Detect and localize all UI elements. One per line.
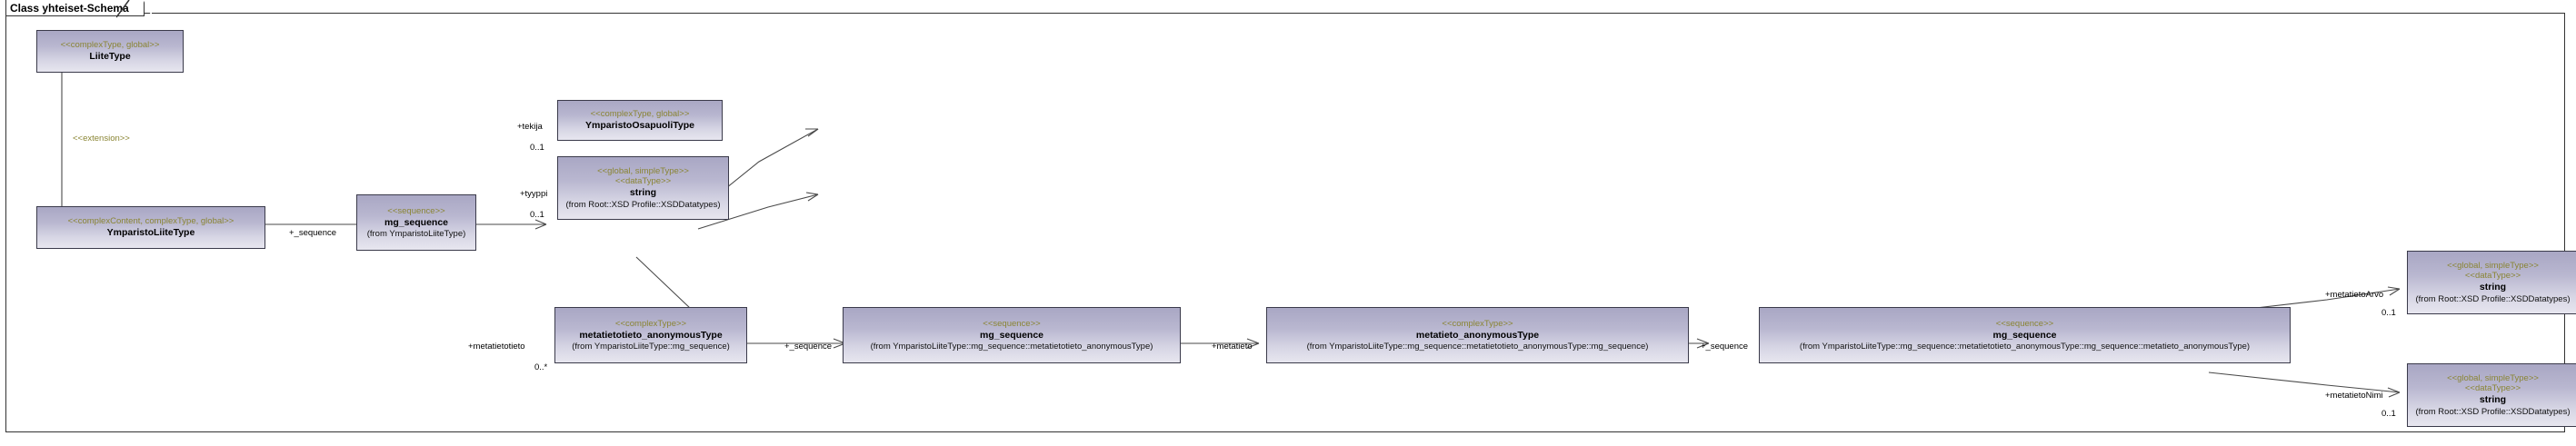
edge-label-metatieto: +metatieto <box>1212 342 1253 352</box>
edge-label-sequence-2: +_sequence <box>784 342 833 352</box>
class-name-label: mg_sequence <box>384 216 449 228</box>
stereotype-label-secondary: <<dataType>> <box>614 176 672 187</box>
edge-multiplicity-metatietoarvo: 0..1 <box>2381 308 2396 318</box>
edge-label-metatietonimi: +metatietoNimi <box>2325 391 2383 401</box>
class-name-label: string <box>2479 394 2507 406</box>
edge-label-extension: <<extension>> <box>73 134 130 144</box>
edge-label-sequence-3: +_sequence <box>1701 342 1749 352</box>
class-namespace-label: (from YmparistoLiiteType::mg_sequence) <box>572 342 730 352</box>
stereotype-label: <<complexType>> <box>1442 318 1513 329</box>
edge-multiplicity-metatietonimi: 0..1 <box>2381 409 2396 419</box>
class-node-liitetype[interactable]: <<complexType, global>> LiiteType <box>36 30 184 73</box>
stereotype-label: <<sequence>> <box>387 205 445 216</box>
class-name-label: YmparistoLiiteType <box>106 227 195 239</box>
class-name-label: metatietotieto_anonymousType <box>579 329 723 341</box>
stereotype-label-secondary: <<dataType>> <box>2464 383 2521 394</box>
stereotype-label: <<complexContent, complexType, global>> <box>67 216 235 227</box>
class-node-string-metatietonimi[interactable]: <<global, simpleType>> <<dataType>> stri… <box>2407 363 2576 427</box>
class-name-label: mg_sequence <box>1992 329 2057 341</box>
edge-label-metatietotieto: +metatietotieto <box>468 342 525 352</box>
class-name-label: mg_sequence <box>979 329 1044 341</box>
stereotype-label: <<sequence>> <box>1995 318 2054 329</box>
edge-multiplicity-tekija: 0..1 <box>530 143 544 153</box>
stereotype-label: <<global, simpleType>> <box>2447 373 2539 383</box>
edge-label-sequence-root: +_sequence <box>289 228 337 238</box>
stereotype-label: <<complexType, global>> <box>60 40 160 51</box>
class-namespace-label: (from Root::XSD Profile::XSDDatatypes) <box>565 199 721 210</box>
edge-label-tekija: +tekija <box>517 122 543 132</box>
class-name-label: LiiteType <box>89 51 131 63</box>
class-node-string-tyyppi[interactable]: <<global, simpleType>> <<dataType>> stri… <box>557 156 729 220</box>
class-node-ymparistoosapuolitype[interactable]: <<complexType, global>> YmparistoOsapuol… <box>557 100 723 141</box>
edge-label-tyyppi: +tyyppi <box>520 189 548 199</box>
class-node-mg-sequence-2[interactable]: <<sequence>> mg_sequence (from Ymparisto… <box>843 307 1181 363</box>
stereotype-label: <<global, simpleType>> <box>597 166 689 176</box>
frame-tab-corner-icon <box>116 0 130 18</box>
class-namespace-label: (from Root::XSD Profile::XSDDatatypes) <box>2415 406 2571 417</box>
class-name-label: string <box>2479 282 2507 293</box>
class-namespace-label: (from YmparistoLiiteType::mg_sequence::m… <box>870 342 1153 352</box>
stereotype-label: <<sequence>> <box>983 318 1041 329</box>
class-name-label: string <box>629 187 657 199</box>
class-name-label: YmparistoOsapuoliType <box>585 120 694 132</box>
class-namespace-label: (from YmparistoLiiteType) <box>366 229 466 240</box>
stereotype-label-secondary: <<dataType>> <box>2464 271 2521 282</box>
class-namespace-label: (from YmparistoLiiteType::mg_sequence::m… <box>1306 342 1649 352</box>
class-node-mg-sequence-root[interactable]: <<sequence>> mg_sequence (from Ymparisto… <box>356 194 476 251</box>
class-node-string-metatietoarvo[interactable]: <<global, simpleType>> <<dataType>> stri… <box>2407 251 2576 314</box>
stereotype-label: <<global, simpleType>> <box>2447 261 2539 271</box>
class-node-metatietotieto-anonymoustype[interactable]: <<complexType>> metatietotieto_anonymous… <box>554 307 747 363</box>
stereotype-label: <<complexType, global>> <box>590 109 690 120</box>
edge-multiplicity-metatietotieto: 0..* <box>534 362 548 372</box>
class-name-label: metatieto_anonymousType <box>1415 329 1540 341</box>
edge-label-metatietoarvo: +metatietoArvo <box>2325 290 2384 300</box>
class-node-mg-sequence-3[interactable]: <<sequence>> mg_sequence (from Ymparisto… <box>1759 307 2291 363</box>
edge-multiplicity-tyyppi: 0..1 <box>530 210 544 220</box>
stereotype-label: <<complexType>> <box>614 318 687 329</box>
class-namespace-label: (from YmparistoLiiteType::mg_sequence::m… <box>1799 342 2251 352</box>
frame-title-tab: Class yhteiset-Schema <box>5 0 152 16</box>
class-node-ymparistoliitetype[interactable]: <<complexContent, complexType, global>> … <box>36 206 265 249</box>
class-node-metatieto-anonymoustype[interactable]: <<complexType>> metatieto_anonymousType … <box>1266 307 1689 363</box>
frame-title: Class yhteiset-Schema <box>10 1 129 15</box>
class-namespace-label: (from Root::XSD Profile::XSDDatatypes) <box>2415 293 2571 304</box>
